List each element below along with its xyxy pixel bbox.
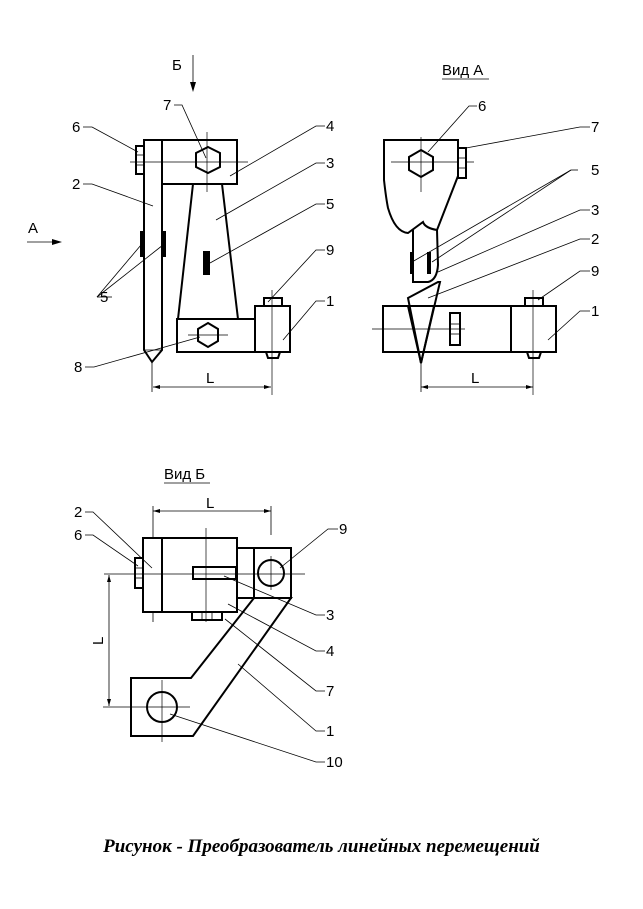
callout-5: 5 (100, 289, 108, 306)
arm-1 (130, 597, 293, 737)
element-3 (412, 229, 440, 283)
bolt-7 (457, 147, 467, 179)
callout-9: 9 (591, 263, 599, 280)
sensor-5b (427, 252, 431, 274)
view-a-title: Вид А (442, 62, 483, 79)
callout-7: 7 (326, 683, 334, 700)
label-a: А (28, 220, 38, 237)
bolt-6 (135, 145, 145, 175)
bolt-6 (134, 557, 144, 589)
screw-9 (524, 297, 544, 307)
callout-2: 2 (72, 176, 80, 193)
block-1 (254, 305, 291, 353)
screw-tip (265, 351, 281, 359)
callout-3: 3 (591, 202, 599, 219)
front-view: Б А L 6 (27, 55, 334, 395)
callout-4: 4 (326, 643, 334, 660)
view-a-arrowhead (52, 239, 62, 245)
element-3 (192, 566, 237, 580)
callout-9: 9 (326, 242, 334, 259)
sensor-5a (140, 231, 144, 257)
callout-2: 2 (591, 231, 599, 248)
callout-8: 8 (74, 359, 82, 376)
sensor-5c (203, 251, 210, 275)
callout-1: 1 (326, 293, 334, 310)
callout-5-right: 5 (326, 196, 334, 213)
callout-7: 7 (163, 97, 171, 114)
block-1 (510, 305, 557, 353)
view-b-arrowhead (190, 82, 196, 92)
dimension-l: L (206, 370, 214, 387)
callout-1: 1 (591, 303, 599, 320)
screw-9 (263, 297, 283, 307)
upper-body (383, 139, 459, 235)
sensor-5a (410, 252, 414, 274)
callout-3: 3 (326, 607, 334, 624)
callout-6: 6 (478, 98, 486, 115)
label-b: Б (172, 57, 182, 74)
dimension-l-vertical: L (90, 637, 107, 645)
rod-2 (143, 139, 163, 364)
hex-nut-7 (195, 145, 221, 175)
callout-9: 9 (339, 521, 347, 538)
bolt-7 (191, 611, 223, 621)
callout-7: 7 (591, 119, 599, 136)
neck (236, 547, 255, 599)
callout-4: 4 (326, 118, 334, 135)
dimension-l: L (471, 370, 479, 387)
figure-caption: Рисунок - Преобразователь линейных перем… (103, 836, 540, 857)
callout-5: 5 (591, 162, 599, 179)
block-1-head (253, 547, 292, 599)
base-8 (176, 318, 256, 353)
callout-2: 2 (74, 504, 82, 521)
hex-nut-8 (197, 321, 219, 349)
callout-1: 1 (326, 723, 334, 740)
dimension-l-horizontal: L (206, 495, 214, 512)
callout-6: 6 (72, 119, 80, 136)
sensor-5b (162, 231, 166, 257)
view-b-title: Вид Б (164, 466, 205, 483)
callout-10: 10 (326, 754, 343, 771)
view-b: Вид Б L L 2 6 9 (74, 466, 347, 771)
callout-3: 3 (326, 155, 334, 172)
callout-6: 6 (74, 527, 82, 544)
view-a: Вид А L 6 7 5 3 (372, 62, 599, 395)
